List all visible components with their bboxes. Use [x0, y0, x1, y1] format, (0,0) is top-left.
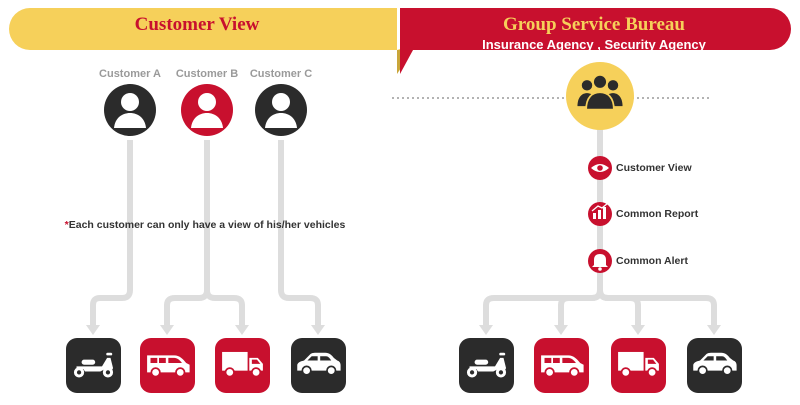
group-users-icon: [566, 62, 634, 130]
feature-common-alert-label: Common Alert: [616, 255, 688, 267]
right-panel-title: Group Service Bureau: [503, 14, 685, 35]
left-banner: [9, 8, 413, 62]
eye-icon: [588, 156, 612, 180]
left-van-tile: [140, 338, 195, 393]
bell-icon: [588, 249, 612, 273]
right-truck-tile: [611, 338, 666, 393]
left-panel-title: Customer View: [134, 14, 260, 35]
note-text: Each customer can only have a view of hi…: [68, 219, 346, 231]
feature-customer-view-label: Customer View: [616, 162, 692, 174]
customer-b-avatar: [181, 84, 233, 136]
visibility-note: *Each customer can only have a view of h…: [40, 219, 370, 231]
left-arrowheads: [86, 325, 325, 335]
feature-common-report-label: Common Report: [616, 208, 699, 220]
right-van-tile: [534, 338, 589, 393]
customer-b-label: Customer B: [175, 68, 239, 80]
customer-c-label: Customer C: [249, 68, 313, 80]
customer-a-label: Customer A: [99, 68, 161, 80]
left-connectors: [90, 140, 321, 327]
left-car-tile: [291, 338, 346, 393]
left-truck-tile: [215, 338, 270, 393]
note-asterisk: *: [64, 219, 69, 231]
right-scooter-tile: [459, 338, 514, 393]
right-banner: [400, 8, 791, 74]
customer-a-avatar: [104, 84, 156, 136]
right-panel-subtitle: Insurance Agency , Security Agency: [482, 37, 706, 52]
left-scooter-tile: [66, 338, 121, 393]
right-car-tile: [687, 338, 742, 393]
right-arrowheads: [479, 325, 721, 335]
report-chart-icon: [588, 202, 612, 226]
customer-c-avatar: [255, 84, 307, 136]
